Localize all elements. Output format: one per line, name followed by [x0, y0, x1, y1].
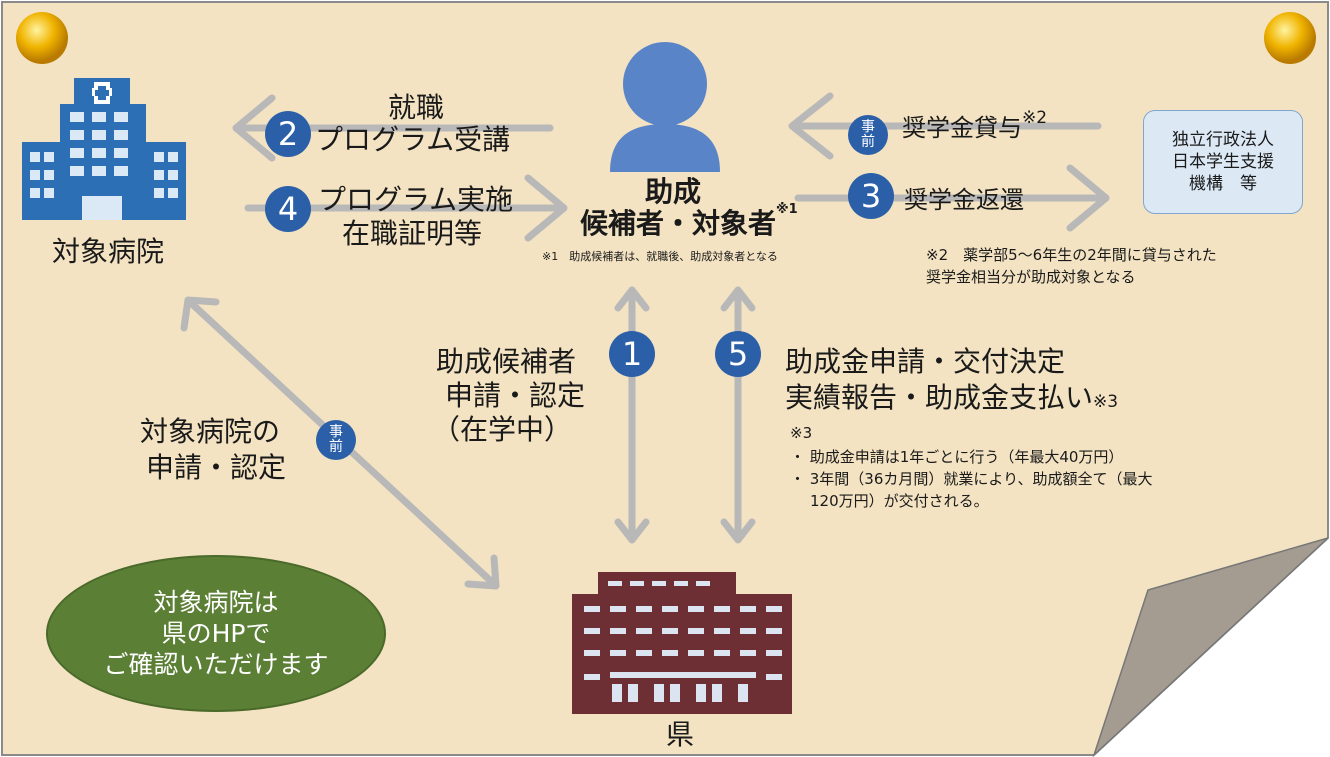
pin-icon-left [16, 12, 68, 64]
candidate-footnote-mark: ※1 [776, 202, 798, 217]
step-1-line2: 申請・認定 [445, 379, 586, 412]
callout-oval: 対象病院は 県のHPで ご確認いただけます [46, 555, 386, 712]
step-2-badge: 2 [265, 111, 311, 157]
loan-label: 奨学金貸与※2 [902, 108, 1047, 143]
loan-label-text: 奨学金貸与 [902, 114, 1022, 142]
step-1-line1: 助成候補者 [436, 345, 577, 378]
arrowhead-step2 [232, 94, 276, 162]
hospital-apply-line2: 申請・認定 [146, 451, 287, 484]
loan-footnote-mark: ※2 [1022, 108, 1048, 128]
step-5-line2: 実績報告・助成金支払い※3 [785, 376, 1118, 416]
arrowhead-loan [788, 92, 834, 160]
note-3-bullet2: ・ 3年間（36カ月間）就業により、助成額全て（最大 [790, 470, 1153, 488]
step-1-badge: 1 [609, 331, 655, 377]
callout-line3: ご確認いただけます [103, 650, 329, 679]
person-icon [610, 42, 720, 172]
arrowhead-step5-top [720, 286, 756, 312]
step-5-line2-text: 実績報告・助成金支払い [785, 381, 1094, 414]
arrowhead-step4 [524, 174, 568, 242]
note-1: ※1 助成候補者は、就職後、助成対象者となる [542, 250, 778, 263]
hospital-label: 対象病院 [52, 235, 165, 268]
candidate-line1: 助成 [645, 175, 702, 208]
step-5-footnote-mark: ※3 [1093, 392, 1119, 412]
prefecture-label: 県 [666, 718, 695, 751]
candidate-line2: 候補者・対象者※1 [580, 202, 798, 242]
note-3-bullet2-cont: 120万円）が交付される。 [810, 492, 989, 510]
step-1-line3: （在学中） [432, 413, 573, 446]
step-5-line1: 助成金申請・交付決定 [785, 345, 1066, 378]
org-line2: 日本学生支援 [1172, 152, 1274, 172]
org-line3: 機構 等 [1189, 174, 1257, 194]
arrowhead-diag-top [180, 296, 220, 332]
page-curl [1092, 537, 1329, 757]
prefecture-building-icon [572, 572, 792, 714]
candidate-line2-text: 候補者・対象者 [580, 207, 777, 240]
prior-badge-hospital-char2: 前 [329, 439, 343, 455]
org-line1: 独立行政法人 [1172, 130, 1274, 150]
jasso-box: 独立行政法人 日本学生支援 機構 等 [1143, 110, 1303, 214]
arrowhead-step1-top [614, 286, 650, 312]
step-3-badge: 3 [848, 173, 894, 219]
arrowhead-repay [1066, 164, 1110, 232]
prior-badge-loan-char2: 前 [861, 134, 875, 150]
prior-badge-loan-char1: 事 [861, 119, 875, 135]
note-3-head: ※3 [790, 424, 813, 442]
step-2-line1: 就職 [388, 91, 445, 124]
step-4-badge: 4 [265, 186, 311, 232]
repay-label: 奨学金返還 [904, 186, 1024, 214]
step-2-line2: プログラム受講 [315, 123, 511, 156]
prior-badge-loan: 事 前 [848, 115, 888, 155]
step-5-badge: 5 [715, 331, 761, 377]
prior-badge-hospital: 事 前 [316, 420, 356, 460]
step-4-line2: 在職証明等 [342, 217, 483, 250]
note-2-line2: 奨学金相当分が助成対象となる [926, 268, 1136, 286]
prior-badge-hospital-char1: 事 [329, 424, 343, 440]
hospital-apply-line1: 対象病院の [140, 415, 281, 448]
step-4-line1: プログラム実施 [318, 183, 514, 216]
hospital-icon [22, 78, 186, 220]
arrowhead-step1-bottom [614, 518, 650, 544]
callout-line1: 対象病院は [153, 588, 279, 617]
arrowhead-diag-bottom [464, 554, 500, 590]
callout-line2: 県のHPで [161, 619, 271, 648]
note-3-bullet1: ・ 助成金申請は1年ごとに行う（年最大40万円） [790, 448, 1124, 466]
pin-icon-right [1264, 12, 1316, 64]
note-2-line1: ※2 薬学部5～6年生の2年間に貸与された [926, 246, 1217, 264]
arrowhead-step5-bottom [720, 518, 756, 544]
